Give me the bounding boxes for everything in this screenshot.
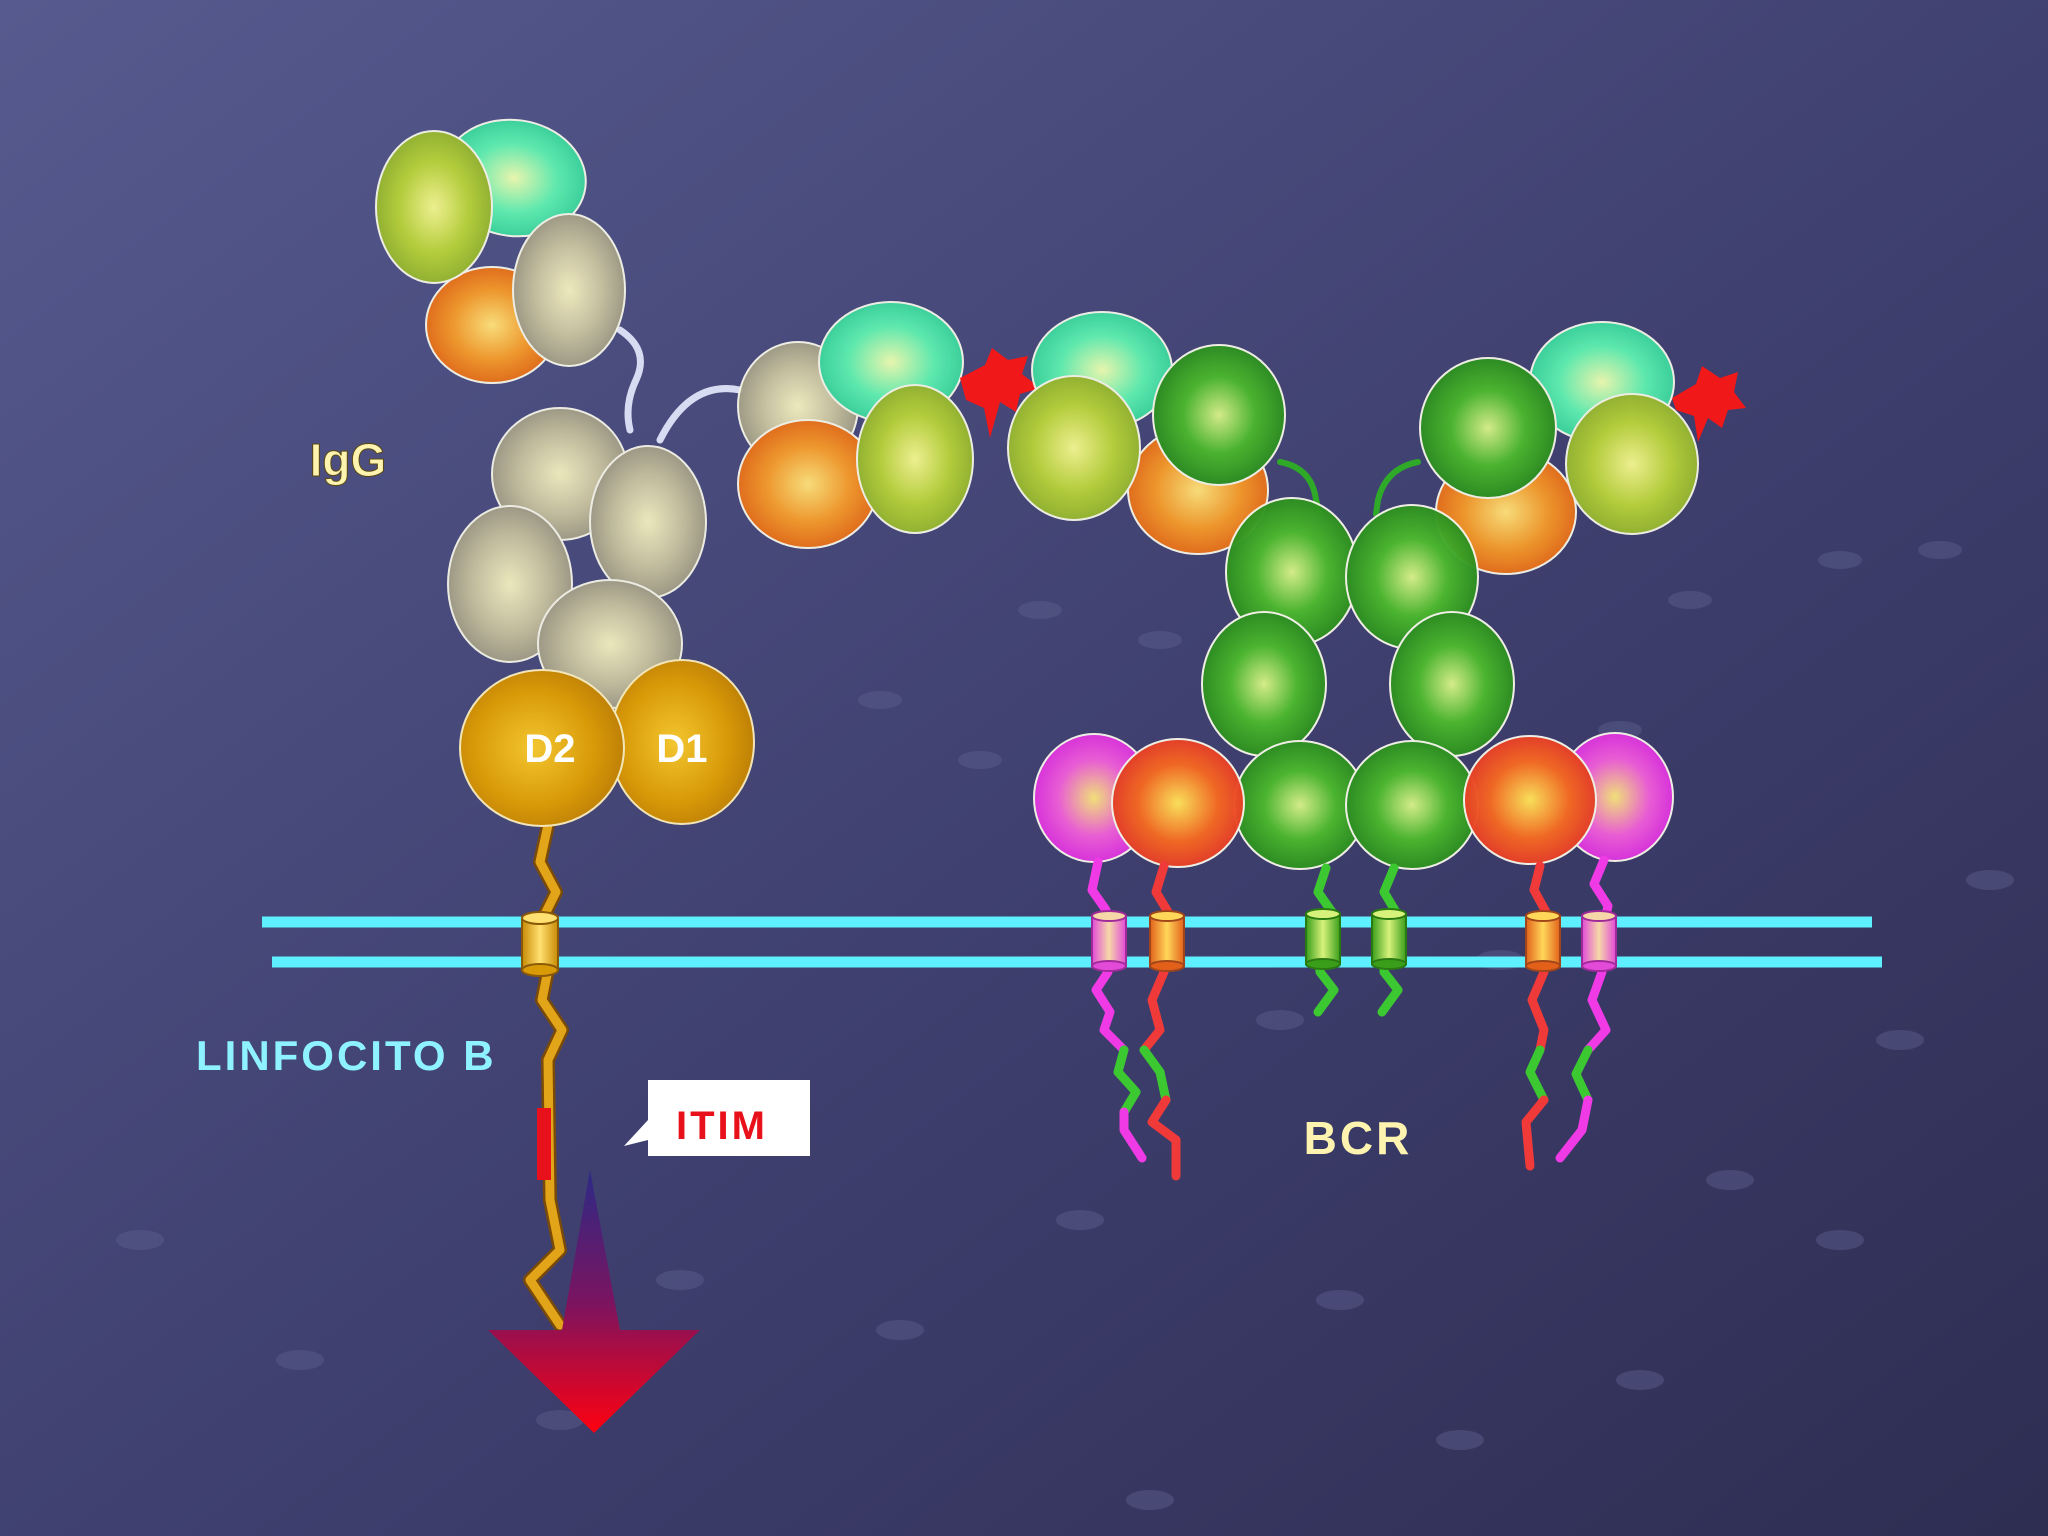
- bcr-transmembrane: [1091, 908, 1617, 972]
- antigen-icon: [960, 348, 1746, 442]
- bcr-fab-right: [1419, 321, 1699, 575]
- inhibitory-signal-arrow-icon: [488, 1170, 700, 1433]
- bcr-disulfide-links: [1277, 459, 1421, 517]
- bcr-heavy-chains: [1201, 497, 1515, 870]
- domain-d1-label: D1: [656, 727, 707, 771]
- fc-receptor-tail: [523, 818, 569, 1332]
- bcr-fab-left: [1007, 311, 1286, 555]
- fc-receptor: [459, 659, 755, 827]
- fc-receptor-transmembrane: [521, 911, 559, 977]
- igg-fab-left: [375, 118, 626, 384]
- igg-label: IgG: [310, 434, 387, 486]
- domain-d2-label: D2: [524, 727, 575, 771]
- igg-fab-right: [737, 301, 974, 549]
- itim-callout: ITIM: [624, 1080, 810, 1156]
- itim-label: ITIM: [676, 1104, 768, 1148]
- igg-hinge: [616, 326, 744, 444]
- itim-motif: [537, 1108, 551, 1180]
- cell-label: LINFOCITO B: [196, 1032, 497, 1079]
- bcr-label: BCR: [1304, 1112, 1413, 1164]
- bcr-coreceptors: [1033, 732, 1674, 868]
- domain-d2: [459, 669, 625, 827]
